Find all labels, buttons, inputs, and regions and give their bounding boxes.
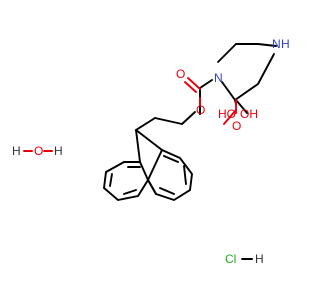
atom-labels: N H N O O OH HO O <box>176 37 290 133</box>
bond-ester-ch2 <box>181 111 196 125</box>
left-ring-double-2 <box>123 189 137 195</box>
right-ring-double-2 <box>159 187 175 195</box>
atom-ester-o: O <box>196 103 205 117</box>
bond-carbonyl-o-2 <box>184 81 197 93</box>
atom-acid-oh: OH <box>240 107 258 121</box>
hcl-h: H <box>255 252 264 266</box>
right-ring-double-3 <box>163 155 179 163</box>
water-o: O <box>34 144 43 158</box>
bond-ring-bottom-left <box>221 81 236 101</box>
bond-ch2-c9 <box>154 117 183 125</box>
atom-n-bottom: N <box>214 71 223 85</box>
bond-ring-bottom-right <box>234 83 259 101</box>
bond-c9-right <box>135 129 163 151</box>
bond-c9-left <box>135 129 141 163</box>
bond-ring-n-top <box>257 43 277 47</box>
bond-five-ring <box>147 179 157 195</box>
water-h1: H <box>12 144 21 158</box>
atom-acid-ho: HO <box>218 107 236 121</box>
hcl-cl: Cl <box>225 252 236 266</box>
bond-n-carbonyl <box>199 79 213 89</box>
atom-acid-o: O <box>232 119 241 133</box>
bond-c9-ch2 <box>135 117 156 131</box>
bond-ring-n-right <box>257 53 275 85</box>
fluorene-group <box>102 117 193 202</box>
bond-acid-c-oh <box>235 99 248 114</box>
carbamate-group <box>154 77 213 125</box>
structure-canvas: N H N O O OH HO O H O H Cl H <box>12 37 290 266</box>
left-benzene-ring <box>102 161 150 202</box>
water-molecule: H O H <box>12 144 63 158</box>
bond-ring-top-left <box>217 43 237 63</box>
atom-carbonyl-o: O <box>176 67 185 81</box>
left-ring-double-1 <box>109 173 113 187</box>
right-ring-double-1 <box>183 165 187 185</box>
water-h2: H <box>54 144 63 158</box>
bond-carbonyl-o-1 <box>187 77 201 90</box>
piperazine-ring <box>217 43 277 101</box>
atom-n-top: N <box>272 37 281 51</box>
carboxylic-acid-group <box>223 99 248 125</box>
bond-acid-o-2 <box>223 109 237 125</box>
molecule-structure: N H N O O OH HO O H O H Cl H <box>12 37 290 266</box>
atom-n-top-h: H <box>281 37 290 51</box>
hydrochloride: Cl H <box>225 252 264 266</box>
